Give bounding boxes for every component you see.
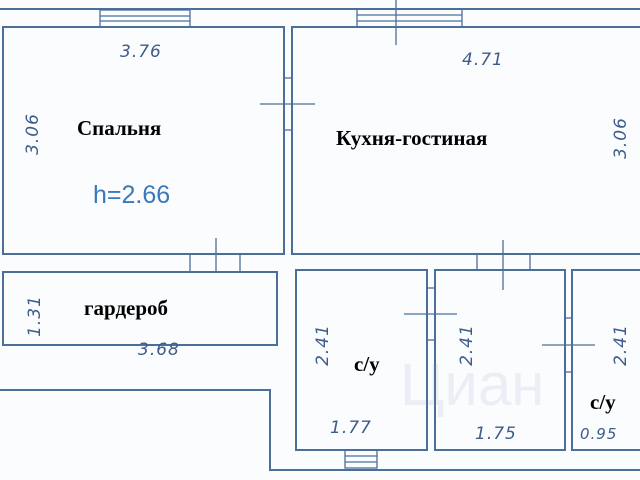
bedroom-height: h=2.66 — [93, 181, 171, 209]
kitchen-window — [356, 0, 463, 45]
wardrobe-label: гардероб — [84, 296, 169, 320]
kitchen-width: 4.71 — [462, 50, 504, 70]
bath1-depth: 2.41 — [312, 324, 333, 366]
kitchen-depth: 3.06 — [610, 117, 631, 159]
bedroom-window — [99, 9, 191, 28]
door-bath1-bath2 — [404, 287, 457, 341]
bedroom-label: Спальня — [77, 116, 162, 140]
watermark: Циан — [400, 351, 545, 418]
bath2-width: 1.75 — [475, 424, 517, 444]
bath2-depth: 2.41 — [456, 324, 477, 366]
wardrobe-depth: 1.31 — [24, 295, 45, 337]
kitchen-label: Кухня-гостиная — [336, 126, 488, 150]
bath3-width: 0.95 — [580, 425, 618, 443]
bath1-width: 1.77 — [330, 418, 372, 438]
bath3-depth: 2.41 — [610, 324, 631, 366]
bedroom-width: 3.76 — [120, 42, 162, 62]
bath1-window — [344, 449, 378, 469]
bath3-label: с/у — [590, 390, 616, 414]
door-bedroom-kitchen — [260, 77, 315, 131]
wardrobe-width: 3.68 — [138, 340, 180, 360]
outer-wall-bottom — [0, 389, 640, 471]
door-bath2-bath3 — [542, 317, 595, 373]
door-kitchen-bath2 — [476, 240, 531, 290]
bath1-label: с/у — [354, 352, 380, 376]
bedroom-depth: 3.06 — [22, 113, 43, 155]
kitchen-walls — [291, 26, 640, 255]
wardrobe-walls — [2, 271, 278, 346]
